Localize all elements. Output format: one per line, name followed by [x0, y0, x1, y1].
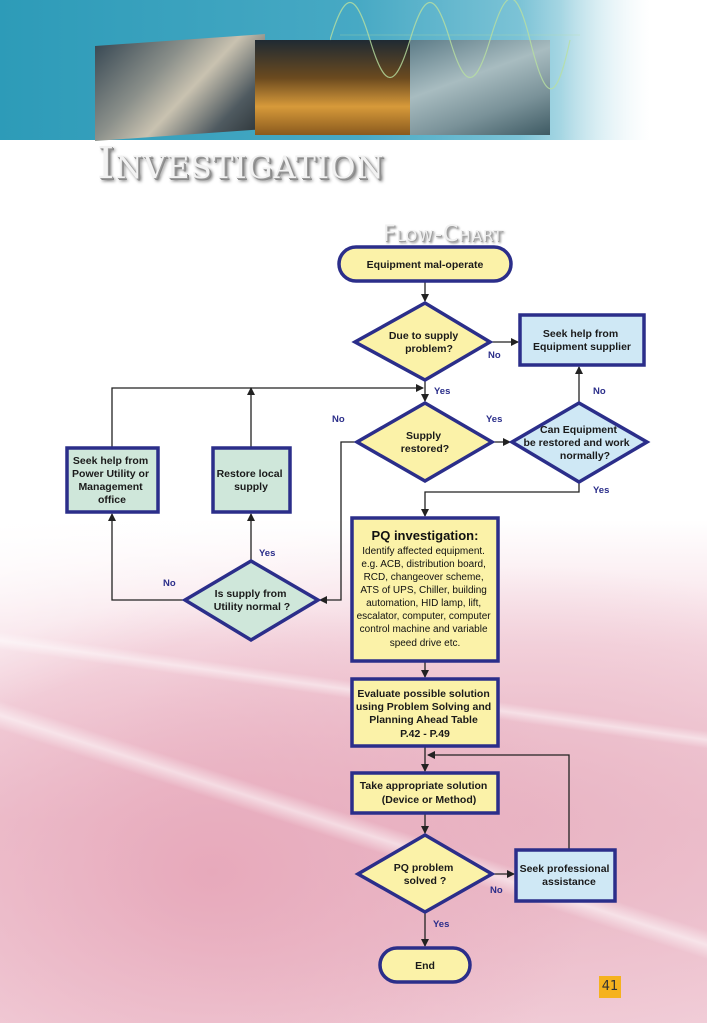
line: restored? — [401, 443, 449, 455]
line: RCD, changeover scheme, — [364, 572, 484, 583]
label-utility-yes: Yes — [259, 548, 275, 559]
label-utility-no: No — [163, 578, 176, 589]
can-equipment-label: Can Equipment be restored and work norma… — [523, 424, 632, 462]
edge-labels: No Yes No No Yes Yes Yes No No Yes — [163, 350, 609, 930]
seek-professional-label: Seek professional assistance — [520, 863, 613, 888]
line: Evaluate possible solution — [357, 688, 489, 700]
line: Seek help from — [543, 328, 618, 340]
supply-restored-label: Supply restored? — [401, 430, 449, 455]
line: office — [98, 494, 126, 506]
label-solved-yes: Yes — [433, 919, 449, 930]
decision-can-equipment[interactable]: Can Equipment be restored and work norma… — [508, 400, 651, 485]
line: Equipment supplier — [533, 341, 631, 353]
line: escalator, computer, computer — [357, 611, 492, 622]
seek-utility-label: Seek help from Power Utility or Manageme… — [72, 455, 152, 506]
process-evaluate[interactable]: Evaluate possible solution using Problem… — [350, 677, 500, 748]
line: e.g. ACB, distribution board, — [361, 559, 486, 570]
line: be restored and work — [523, 437, 629, 449]
edge-seek-utility-loop — [111, 384, 424, 448]
label-solved-no: No — [490, 885, 503, 896]
line: Due to supply — [389, 330, 459, 342]
take-solution-label: Take appropriate solution (Device or Met… — [360, 780, 491, 806]
page-number-badge: 41 — [599, 976, 621, 998]
line: solved ? — [404, 875, 447, 887]
line: PQ problem — [394, 862, 454, 874]
page-title: Investigation — [97, 138, 385, 189]
label-restored-no: No — [332, 414, 345, 425]
connectors — [108, 281, 583, 947]
line: Take appropriate solution — [360, 780, 488, 792]
edge-utility-no-to-seek-utility — [108, 513, 185, 601]
evaluate-label: Evaluate possible solution using Problem… — [356, 688, 494, 740]
line: assistance — [542, 876, 596, 888]
process-pq-investigation[interactable]: PQ investigation: Identify affected equi… — [350, 516, 500, 663]
decision-due-to-supply-label: Due to supply problem? — [389, 330, 461, 355]
process-seek-utility[interactable]: Seek help from Power Utility or Manageme… — [65, 446, 160, 514]
node-start[interactable]: Equipment mal-operate — [337, 245, 513, 283]
line: P.42 - P.49 — [400, 728, 450, 740]
line: Supply — [406, 430, 441, 442]
decision-due-to-supply[interactable]: Due to supply problem? — [351, 300, 494, 383]
process-restore-local[interactable]: Restore local supply — [211, 446, 292, 514]
line: Utility normal ? — [214, 601, 290, 613]
seek-supplier-label: Seek help from Equipment supplier — [533, 328, 631, 353]
line: Seek help from — [73, 455, 148, 467]
line: Identify affected equipment. — [362, 546, 485, 557]
line: Seek professional — [520, 863, 610, 875]
line: normally? — [560, 450, 610, 462]
page-header: Investigation Flow-Chart — [0, 0, 707, 246]
pq-solved-label: PQ problem solved ? — [394, 862, 456, 887]
page-subtitle: Flow-Chart — [383, 222, 504, 247]
label-due-no: No — [488, 350, 501, 361]
banner-fade — [560, 0, 707, 140]
line: using Problem Solving and — [356, 701, 491, 713]
start-label: Equipment mal-operate — [367, 259, 484, 271]
pq-investigation-title: PQ investigation: — [372, 528, 479, 543]
line: Management — [78, 481, 143, 493]
decision-utility-normal[interactable]: Is supply from Utility normal ? — [181, 558, 322, 643]
process-seek-professional[interactable]: Seek professional assistance — [514, 848, 617, 903]
photo-city-night — [255, 40, 415, 135]
process-take-solution[interactable]: Take appropriate solution (Device or Met… — [350, 771, 500, 815]
line: (Device or Method) — [382, 794, 477, 806]
restore-local-label: Restore local supply — [217, 468, 286, 493]
line: speed drive etc. — [390, 638, 461, 649]
line: Power Utility or — [72, 468, 149, 480]
decision-supply-restored[interactable]: Supply restored? — [353, 400, 496, 484]
label-can-yes: Yes — [593, 485, 609, 496]
line: control machine and variable — [360, 624, 488, 635]
photo-office — [410, 40, 550, 135]
label-due-yes: Yes — [434, 386, 450, 397]
line: ATS of UPS, Chiller, building — [360, 585, 487, 596]
process-seek-supplier[interactable]: Seek help from Equipment supplier — [518, 313, 646, 367]
edge-professional-loop — [427, 751, 570, 850]
pq-investigation-body: Identify affected equipment. e.g. ACB, d… — [357, 546, 494, 649]
node-end[interactable]: End — [378, 946, 472, 984]
line: Is supply from — [215, 588, 287, 600]
line: automation, HID lamp, lift, — [366, 598, 481, 609]
waveform-graphic — [330, 0, 580, 90]
label-restored-yes: Yes — [486, 414, 502, 425]
edge-can-yes-to-pq — [421, 482, 580, 517]
line: Restore local — [217, 468, 283, 480]
line: Planning Ahead Table — [369, 714, 478, 726]
edge-restored-no-to-utility — [319, 441, 357, 604]
end-label: End — [415, 960, 435, 972]
line: supply — [234, 481, 268, 493]
utility-normal-label: Is supply from Utility normal ? — [214, 588, 290, 613]
decision-pq-solved[interactable]: PQ problem solved ? — [354, 832, 496, 915]
line: problem? — [405, 343, 453, 355]
line: Can Equipment — [540, 424, 618, 436]
label-can-no: No — [593, 386, 606, 397]
